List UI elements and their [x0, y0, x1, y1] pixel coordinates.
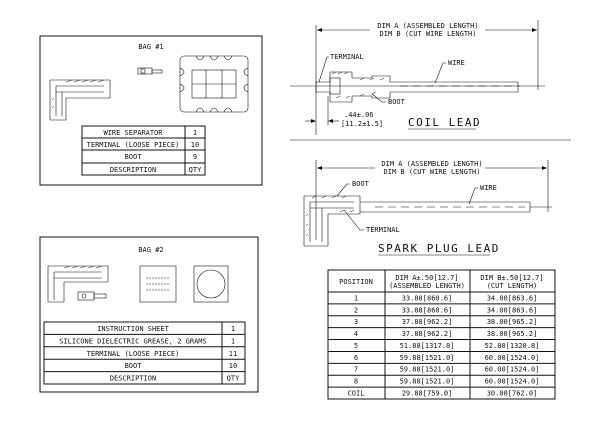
- table-cell: 6: [354, 354, 358, 362]
- coil-terminal-label: TERMINAL: [330, 53, 364, 61]
- table-cell: 60.00[1524.0]: [485, 366, 540, 374]
- header-dim-a: DIM A±.50[12.7]: [395, 274, 458, 282]
- table-cell: 33.88[860.6]: [402, 306, 453, 314]
- length-table: POSITION DIM A±.50[12.7] (ASSEMBLED LENG…: [327, 269, 556, 400]
- spark-plug-lead-drawing: DIM A (ASSEMBLED LENGTH) DIM B (CUT WIRE…: [303, 160, 552, 256]
- table-cell: DESCRIPTION: [110, 375, 156, 383]
- table-cell: 1: [193, 129, 197, 137]
- table-cell: DESCRIPTION: [110, 166, 156, 174]
- table-cell: 7: [354, 366, 358, 374]
- table-cell: 37.88[962.2]: [402, 330, 453, 338]
- table-cell: TERMINAL (LOOSE PIECE): [87, 141, 180, 149]
- coil-dim-b-label: DIM B (CUT WIRE LENGTH): [380, 30, 477, 38]
- table-cell: 11: [229, 350, 237, 358]
- spark-boot-label: BOOT: [352, 180, 370, 188]
- table-cell: 33.88[860.6]: [402, 294, 453, 302]
- table-cell: 8: [354, 378, 358, 386]
- instruction-sheet-drawing: [139, 265, 177, 303]
- table-cell: 4: [354, 330, 358, 338]
- spark-wire-label: WIRE: [480, 184, 497, 192]
- table-cell: 59.88[1521.0]: [400, 378, 455, 386]
- table-cell: 52.00[1320.8]: [485, 342, 540, 350]
- table-cell: COIL: [348, 390, 365, 398]
- table-cell: 9: [193, 153, 197, 161]
- bag-2-table: INSTRUCTION SHEET 1 SILICONE DIELECTRIC …: [43, 321, 246, 385]
- boot-elbow-drawing: [47, 265, 109, 303]
- table-cell: 1: [354, 294, 358, 302]
- header-position: POSITION: [339, 278, 373, 286]
- table-cell: 29.88[759.0]: [402, 390, 453, 398]
- table-cell: 38.00[965.2]: [487, 318, 538, 326]
- bag-1-panel: BAG #1 WIRE SEPARATOR 1 TERMINAL (LOOSE …: [39, 35, 263, 186]
- header-dim-a-sub: (ASSEMBLED LENGTH): [389, 282, 465, 290]
- table-cell: 59.88[1521.0]: [400, 354, 455, 362]
- table-cell: QTY: [227, 375, 240, 383]
- table-cell: 38.00[965.2]: [487, 330, 538, 338]
- boot-elbow-drawing: [49, 79, 111, 121]
- table-cell: 2: [354, 306, 358, 314]
- coil-lead-title: COIL LEAD: [408, 116, 481, 129]
- table-cell: BOOT: [125, 362, 143, 370]
- bag-2-panel: BAG #2 INSTRUCTION SHEET 1 SILIC: [39, 236, 259, 393]
- table-cell: 60.00[1524.0]: [485, 378, 540, 386]
- terminal-drawing: [77, 291, 107, 301]
- table-cell: WIRE SEPARATOR: [103, 129, 163, 137]
- table-cell: 60.00[1524.0]: [485, 354, 540, 362]
- table-cell: 59.88[1521.0]: [400, 366, 455, 374]
- table-cell: 37.88[962.2]: [402, 318, 453, 326]
- spark-dim-b-label: DIM B (CUT WIRE LENGTH): [384, 168, 481, 176]
- table-cell: QTY: [189, 166, 202, 174]
- table-cell: SILICONE DIELECTRIC GREASE, 2 GRAMS: [59, 337, 207, 345]
- header-dim-b: DIM B±.50[12.7]: [480, 274, 543, 282]
- header-dim-b-sub: (CUT LENGTH): [487, 282, 538, 290]
- bag-1-table: WIRE SEPARATOR 1 TERMINAL (LOOSE PIECE) …: [81, 125, 206, 176]
- table-cell: BOOT: [125, 153, 143, 161]
- table-cell: 5: [354, 342, 358, 350]
- coil-lead-drawing: DIM A (ASSEMBLED LENGTH) DIM B (CUT WIRE…: [290, 20, 545, 135]
- coil-wire-label: WIRE: [448, 59, 465, 67]
- table-cell: 10: [229, 362, 237, 370]
- table-cell: 1: [231, 325, 235, 333]
- table-cell: 34.00[863.6]: [487, 294, 538, 302]
- coil-tolerance-mm: [11.2±1.5]: [341, 120, 383, 128]
- wire-separator-drawing: [179, 55, 249, 113]
- table-cell: 3: [354, 318, 358, 326]
- table-cell: 34.00[863.6]: [487, 306, 538, 314]
- table-cell: INSTRUCTION SHEET: [97, 325, 169, 333]
- table-cell: 51.88[1317.8]: [400, 342, 455, 350]
- grease-packet-drawing: [193, 265, 229, 303]
- coil-dim-a-label: DIM A (ASSEMBLED LENGTH): [377, 22, 478, 30]
- bag-1-title: BAG #1: [138, 43, 163, 51]
- table-cell: 1: [231, 337, 235, 345]
- spark-dim-a-label: DIM A (ASSEMBLED LENGTH): [381, 160, 482, 168]
- table-cell: 10: [191, 141, 199, 149]
- terminal-drawing: [137, 67, 163, 75]
- bag-2-title: BAG #2: [138, 246, 163, 254]
- spark-plug-lead-title: SPARK PLUG LEAD: [378, 242, 500, 255]
- coil-boot-label: BOOT: [388, 98, 406, 106]
- table-cell: 30.00[762.0]: [487, 390, 538, 398]
- spark-terminal-label: TERMINAL: [366, 226, 400, 234]
- coil-tolerance-in: .44±.06: [344, 111, 374, 119]
- table-cell: TERMINAL (LOOSE PIECE): [87, 350, 180, 358]
